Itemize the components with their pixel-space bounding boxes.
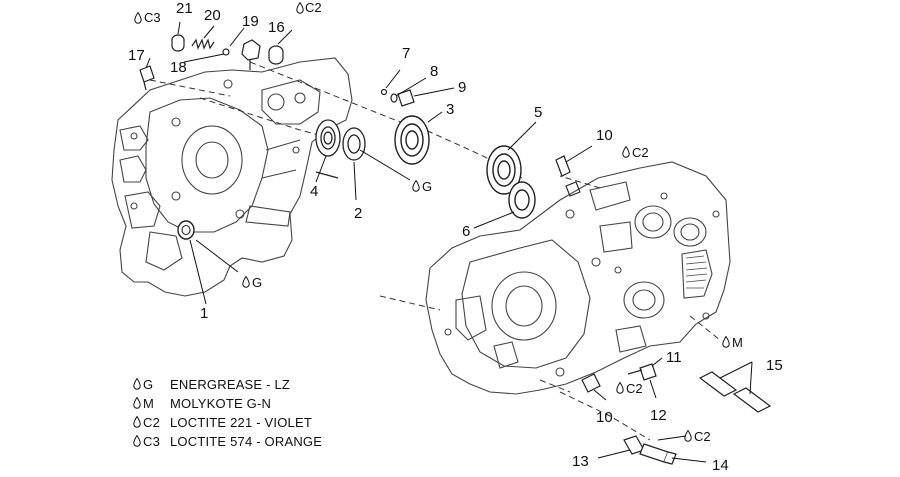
drop-icon (133, 435, 141, 447)
part-2-seal (342, 127, 366, 161)
svg-text:G: G (422, 179, 432, 194)
part-17-plug (139, 65, 155, 91)
part-15-dowels (698, 371, 772, 413)
legend-symbol: C3 (143, 434, 160, 449)
drop-icon (133, 378, 141, 390)
svg-text:G: G (252, 275, 262, 290)
part-19-ball (222, 48, 230, 56)
legend-symbol: M (143, 396, 154, 411)
drop-icon (616, 382, 624, 394)
part-10-dowel-lower (581, 373, 601, 393)
callout-10-lower: 10 (596, 409, 613, 426)
svg-text:M: M (732, 335, 743, 350)
legend-row: M MOLYKOTE G-N (133, 396, 271, 411)
svg-text:C2: C2 (632, 145, 649, 160)
part-10-dowel-upper (555, 155, 571, 177)
part-5-bearing (486, 145, 522, 195)
drop-icon (296, 2, 304, 14)
legend-row: G ENERGREASE - LZ (133, 377, 290, 392)
marker-c3-top: C3 (134, 10, 161, 25)
callout-17: 17 (128, 47, 145, 64)
drop-icon (622, 146, 630, 158)
right-crankcase-half (425, 161, 731, 395)
callout-5: 5 (534, 104, 542, 121)
drop-icon (242, 276, 250, 288)
part-14-bolt (639, 443, 677, 465)
marker-c2-top: C2 (296, 0, 322, 15)
legend-row: C3 LOCTITE 574 - ORANGE (133, 434, 322, 449)
callout-1: 1 (200, 305, 208, 322)
marker-c2-part-10: C2 (622, 145, 649, 160)
drop-icon (722, 336, 730, 348)
legend-symbol: C2 (143, 415, 160, 430)
legend-text: MOLYKOTE G-N (170, 396, 271, 411)
callout-11: 11 (666, 349, 682, 366)
drop-icon (134, 12, 142, 24)
legend-text: LOCTITE 574 - ORANGE (170, 434, 322, 449)
part-20-spring (191, 38, 215, 50)
legend-symbol: G (143, 377, 153, 392)
callout-20: 20 (204, 7, 221, 24)
callout-numbers: 1 2 3 4 5 6 7 8 9 10 10 11 12 13 14 15 1… (128, 0, 783, 474)
callout-8: 8 (430, 63, 438, 80)
callout-15: 15 (766, 357, 783, 374)
part-6-seal (508, 181, 536, 219)
svg-text:C2: C2 (626, 381, 643, 396)
drop-icon (412, 180, 420, 192)
svg-text:C3: C3 (144, 10, 161, 25)
legend-text: ENERGREASE - LZ (170, 377, 290, 392)
callout-13: 13 (572, 453, 589, 470)
callout-3: 3 (446, 101, 454, 118)
part-18-switch (241, 39, 261, 70)
leader-lines (145, 21, 753, 463)
legend: G ENERGREASE - LZ M MOLYKOTE G-N C2 LOCT… (133, 377, 322, 449)
callout-14: 14 (712, 457, 729, 472)
legend-text: LOCTITE 221 - VIOLET (170, 415, 312, 430)
callout-7: 7 (402, 45, 410, 62)
marker-g-seal: G (242, 275, 262, 290)
callout-4: 4 (310, 183, 318, 200)
part-9-plug (397, 89, 415, 107)
part-8-washer (390, 93, 398, 103)
svg-text:C2: C2 (305, 0, 322, 15)
part-21-cap (171, 34, 185, 52)
drop-icon (133, 416, 141, 428)
callout-10-upper: 10 (596, 127, 613, 144)
callout-16: 16 (268, 19, 285, 36)
marker-m-part-15: M (722, 335, 743, 350)
legend-row: C2 LOCTITE 221 - VIOLET (133, 415, 312, 430)
callout-12: 12 (650, 407, 667, 424)
part-11-screw (627, 363, 657, 381)
callout-19: 19 (242, 13, 259, 30)
marker-g-bearing: G (412, 179, 432, 194)
part-3-bearing (394, 115, 430, 165)
callout-6: 6 (462, 223, 470, 240)
callout-2: 2 (354, 205, 362, 222)
drop-icon (133, 397, 141, 409)
svg-text:C2: C2 (694, 429, 711, 444)
marker-c2-part-14: C2 (684, 429, 711, 444)
callout-21: 21 (176, 0, 193, 17)
part-7-ring (380, 88, 388, 96)
marker-c2-part-12: C2 (616, 381, 643, 396)
callout-18: 18 (170, 59, 187, 76)
part-4-bearing (315, 119, 341, 157)
left-crankcase-half (111, 57, 353, 297)
callout-9: 9 (458, 79, 466, 96)
part-16-plug (268, 45, 284, 65)
